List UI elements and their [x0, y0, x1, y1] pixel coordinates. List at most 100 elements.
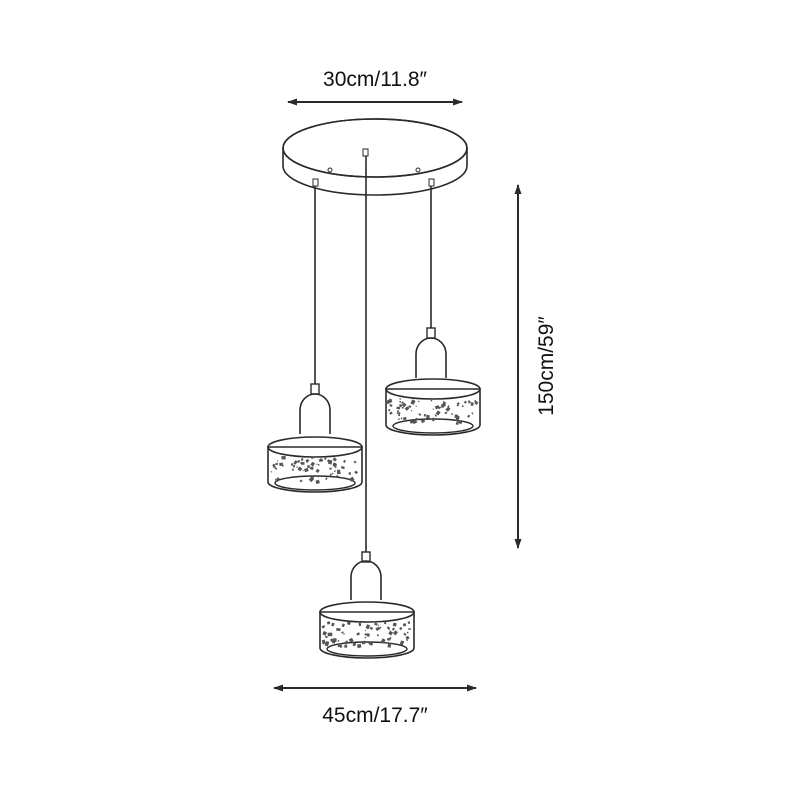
terrazzo-fleck [297, 466, 303, 472]
terrazzo-fleck [340, 477, 343, 479]
right-pendant-connector [426, 327, 436, 339]
terrazzo-fleck [399, 626, 403, 631]
terrazzo-fleck [403, 632, 407, 636]
terrazzo-fleck [321, 625, 326, 629]
terrazzo-fleck [332, 462, 337, 467]
terrazzo-fleck [402, 416, 407, 421]
right-pendant-neck [415, 337, 447, 378]
overall-width-dimension: 45cm/17.7″ [273, 684, 477, 727]
right-shade-top [385, 378, 481, 400]
terrazzo-fleck [335, 474, 339, 478]
terrazzo-fleck [274, 467, 278, 470]
canopy-width-label: 30cm/11.8″ [323, 68, 427, 91]
terrazzo-fleck [337, 639, 340, 642]
terrazzo-fleck [306, 468, 309, 470]
terrazzo-fleck [293, 460, 298, 465]
terrazzo-fleck [353, 460, 357, 464]
right-cord-grip [428, 178, 435, 187]
terrazzo-fleck [291, 468, 295, 471]
terrazzo-fleck [364, 629, 367, 632]
terrazzo-fleck [420, 419, 426, 424]
terrazzo-fleck [410, 409, 413, 412]
terrazzo-fleck [474, 400, 476, 402]
terrazzo-fleck [315, 479, 320, 485]
terrazzo-fleck [397, 418, 400, 421]
terrazzo-fleck [399, 405, 401, 408]
terrazzo-fleck [396, 406, 401, 410]
terrazzo-fleck [384, 621, 387, 625]
terrazzo-fleck [402, 623, 407, 627]
terrazzo-fleck [343, 633, 345, 635]
terrazzo-fleck [356, 632, 361, 636]
terrazzo-fleck [339, 644, 343, 648]
left-pendant-connector [310, 383, 320, 395]
right-shade-body [385, 388, 481, 436]
terrazzo-fleck [434, 414, 437, 417]
terrazzo-fleck [399, 640, 405, 646]
center-shade-top [319, 601, 415, 623]
terrazzo-fleck [342, 460, 346, 463]
left-shade-top [267, 436, 363, 458]
terrazzo-fleck [392, 630, 398, 636]
terrazzo-fleck [344, 640, 349, 645]
left-shade-rim [274, 475, 356, 491]
terrazzo-fleck [456, 415, 460, 420]
terrazzo-fleck [361, 640, 366, 645]
canopy-screw-left [327, 167, 333, 173]
center-pendant [319, 551, 415, 659]
terrazzo-fleck [458, 420, 463, 425]
terrazzo-fleck [401, 401, 404, 404]
terrazzo-fleck [331, 639, 336, 644]
terrazzo-fleck [310, 476, 314, 481]
terrazzo-fleck [389, 411, 393, 415]
terrazzo-fleck [329, 467, 332, 470]
terrazzo-fleck [324, 635, 328, 639]
terrazzo-fleck [380, 638, 386, 644]
terrazzo-fleck [451, 413, 453, 416]
canopy-side [282, 148, 468, 196]
terrazzo-fleck [387, 643, 392, 648]
terrazzo-fleck [467, 400, 471, 404]
terrazzo-fleck [404, 406, 410, 411]
terrazzo-fleck [270, 470, 273, 473]
terrazzo-fleck [333, 470, 336, 473]
terrazzo-fleck [441, 403, 445, 408]
terrazzo-fleck [408, 405, 412, 408]
terrazzo-fleck [444, 411, 448, 415]
terrazzo-fleck [439, 398, 442, 400]
terrazzo-fleck [389, 636, 392, 640]
left-pendant-neck [299, 393, 331, 434]
terrazzo-fleck [352, 642, 357, 647]
terrazzo-fleck [400, 417, 403, 420]
terrazzo-fleck [410, 399, 416, 405]
terrazzo-fleck [387, 408, 391, 412]
terrazzo-fleck [301, 462, 305, 465]
terrazzo-fleck [306, 461, 308, 463]
terrazzo-fleck [405, 635, 410, 640]
center-pendant-connector [361, 551, 371, 563]
terrazzo-fleck [311, 456, 314, 459]
terrazzo-fleck [358, 621, 361, 623]
terrazzo-fleck [376, 634, 380, 637]
terrazzo-fleck [292, 464, 296, 468]
terrazzo-fleck [370, 642, 374, 646]
terrazzo-fleck [398, 414, 401, 417]
terrazzo-fleck [456, 404, 460, 407]
terrazzo-fleck [337, 644, 340, 648]
terrazzo-fleck [325, 477, 328, 481]
left-shade-terrazzo [270, 456, 359, 485]
terrazzo-fleck [272, 465, 276, 469]
height-dimension: 150cm/59″ [514, 184, 558, 549]
terrazzo-fleck [447, 405, 450, 408]
terrazzo-fleck [341, 631, 344, 634]
terrazzo-fleck [310, 461, 316, 467]
terrazzo-fleck [388, 398, 393, 404]
terrazzo-fleck [418, 413, 422, 417]
terrazzo-fleck [467, 414, 471, 418]
terrazzo-fleck [406, 631, 409, 634]
terrazzo-fleck [296, 466, 298, 468]
center-shade-body [319, 611, 415, 659]
terrazzo-fleck [389, 403, 393, 408]
terrazzo-fleck [408, 627, 411, 631]
